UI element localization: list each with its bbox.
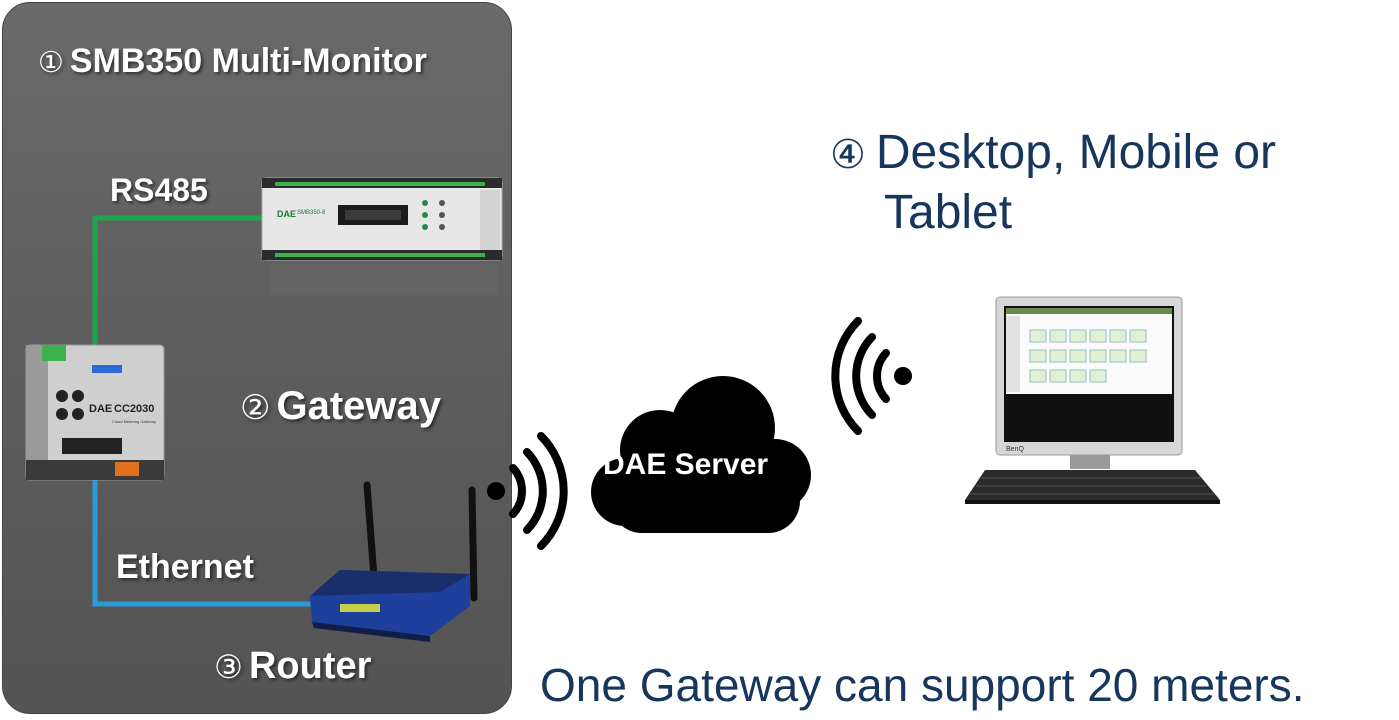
capacity-note: One Gateway can support 20 meters. <box>540 659 1305 711</box>
devices-line1: Desktop, Mobile or <box>875 126 1277 179</box>
monitor-icon: BenQ <box>995 296 1183 469</box>
multimonitor-text: SMB350 Multi-Monitor <box>69 42 427 80</box>
meter-model: SMB350-8 <box>297 210 326 216</box>
router-text: Router <box>248 645 372 687</box>
ethernet-cable <box>92 478 315 607</box>
router-icon <box>310 481 478 642</box>
wifi-waves-icon <box>487 432 568 550</box>
rs485-label: RS485 <box>110 172 208 208</box>
meter-brand: DAE <box>277 209 296 219</box>
wifi-waves-icon <box>831 317 912 435</box>
cloud-icon <box>591 376 811 533</box>
monitor-brand: BenQ <box>1006 446 1024 453</box>
gateway-device-icon: DAE CC2030 Cloud Metering Gateway <box>25 344 165 481</box>
gateway-brand: DAE <box>89 403 112 415</box>
step-3-number: ③ <box>214 649 243 685</box>
server-label: DAE Server <box>603 448 769 481</box>
keyboard-icon <box>965 470 1220 504</box>
step-4-number: ④ <box>830 133 866 177</box>
step-1-number: ① <box>38 47 64 79</box>
gateway-sub: Cloud Metering Gateway <box>112 419 156 424</box>
gateway-text: Gateway <box>276 384 442 428</box>
ethernet-label: Ethernet <box>116 548 254 586</box>
gateway-model: CC2030 <box>114 403 154 415</box>
step-2-number: ② <box>240 389 271 427</box>
rs485-cable <box>92 215 262 350</box>
devices-line2: Tablet <box>884 186 1013 239</box>
meter-device-icon: DAE SMB350-8 <box>261 177 503 295</box>
